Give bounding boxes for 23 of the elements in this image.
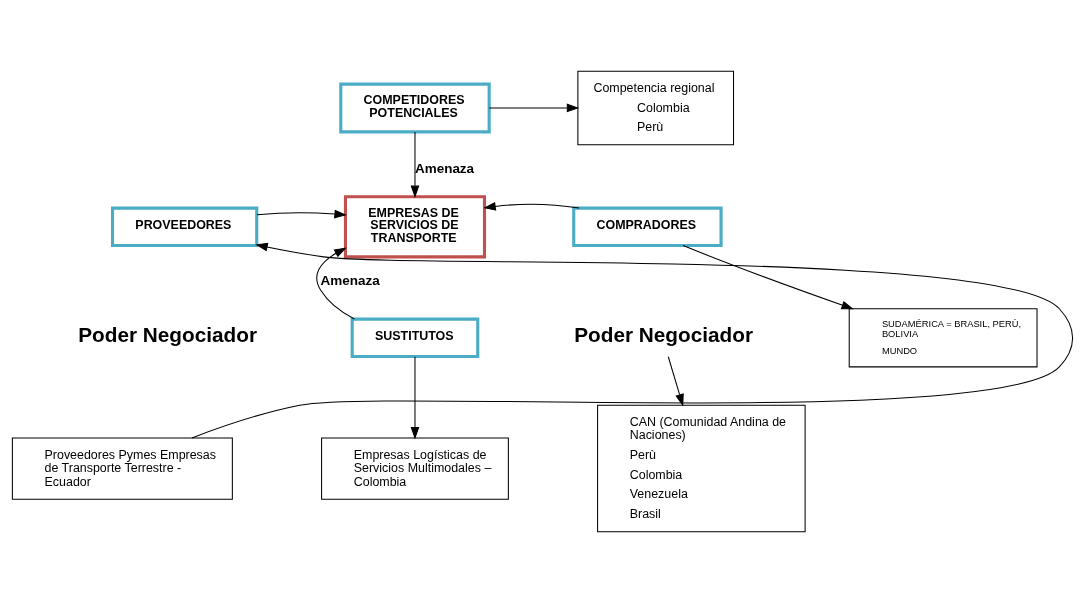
node-box: PROVEEDORES — [110, 206, 259, 248]
node-box: SUSTITUTOS — [350, 317, 480, 359]
arrow — [488, 103, 580, 113]
arrow — [410, 356, 420, 440]
edge-label: Amenaza — [414, 161, 475, 177]
node-box: Competencia regional Colombia Perù — [577, 70, 735, 146]
edge-label: Amenaza — [320, 273, 380, 289]
arrow — [483, 202, 580, 211]
node-box: EMPRESAS DE SERVICIOS DE TRANSPORTE — [343, 195, 487, 259]
node-box: Empresas Logísticas de Servicios Multimodales – Colombia — [321, 437, 509, 500]
node-box: CAN (Comunidad Andina de Naciones) Perù Colombia Venezuela Brasil — [597, 404, 806, 533]
node-text: Poder Negociador — [574, 322, 753, 346]
arrow — [191, 242, 1074, 439]
arrow — [256, 209, 347, 219]
node-box: COMPRADORES — [572, 206, 723, 248]
node-box: SUDAMÉRICA = BRASIL, PERÙ, BOLIVIA MUNDO — [848, 308, 1038, 368]
arrow — [667, 356, 684, 407]
node-box: COMPETIDORES POTENCIALES — [339, 82, 491, 134]
node-box: Proveedores Pymes Empresas de Transporte Terrestre - Ecuador — [11, 437, 233, 500]
arrow — [316, 247, 355, 320]
label: Poder Negociador — [78, 322, 257, 346]
arrow — [410, 131, 420, 199]
arrow — [682, 245, 854, 310]
